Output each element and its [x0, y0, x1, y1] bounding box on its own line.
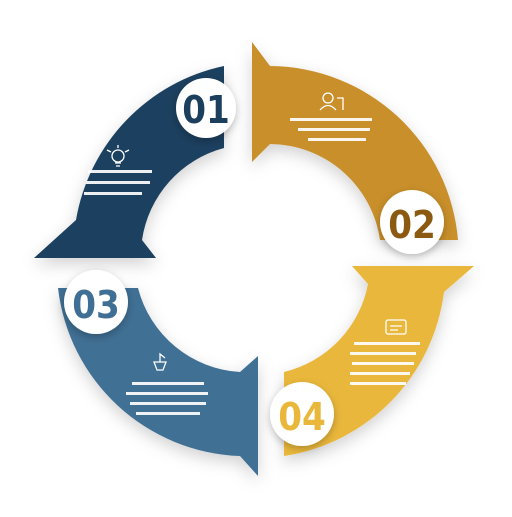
- step-01-number: 01: [182, 88, 230, 132]
- step-03-badge: [64, 270, 128, 334]
- step-03-text-placeholder: [126, 382, 208, 415]
- ship-boat-icon: [153, 352, 167, 371]
- lightbulb-gear-icon: [106, 145, 130, 167]
- step-03-number: 03: [72, 283, 120, 327]
- document-card-icon: [385, 319, 407, 335]
- step-02-text-placeholder: [290, 118, 372, 141]
- step-01-text-placeholder: [84, 170, 152, 195]
- step-04-badge: [270, 382, 334, 446]
- step-04-text-placeholder: [350, 342, 420, 385]
- step-01-badge: [176, 78, 236, 138]
- user-person-icon: [319, 92, 344, 111]
- step-02-number: 02: [388, 203, 436, 247]
- step-04-number: 04: [278, 395, 326, 439]
- step-02-badge: [380, 190, 444, 254]
- step-01-arrow: [34, 66, 224, 258]
